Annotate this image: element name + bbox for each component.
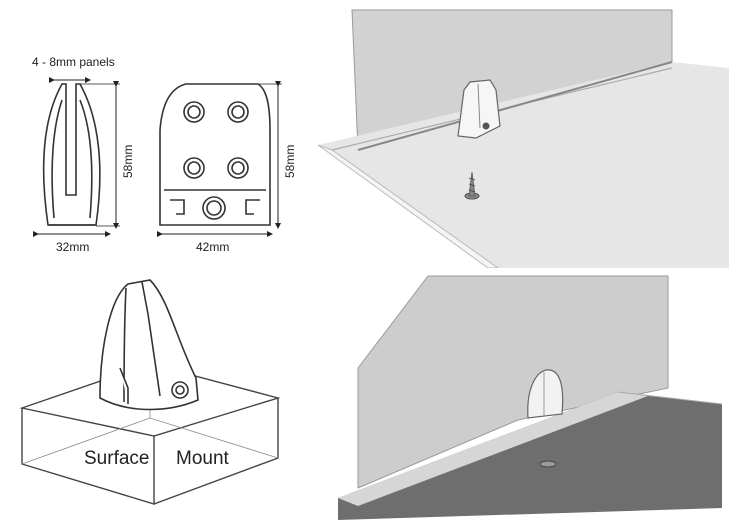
surface-mount-diagram: Surface Mount xyxy=(0,268,318,528)
clamp xyxy=(527,369,564,419)
caption-surface: Surface xyxy=(84,448,149,469)
screw-head-icon xyxy=(539,460,557,468)
desk-surface xyxy=(338,392,722,520)
front-height-label: 58mm xyxy=(283,145,297,178)
clamp xyxy=(457,79,501,139)
install-render-bottom xyxy=(318,268,729,528)
side-height-label: 58mm xyxy=(121,145,135,178)
mount-clamp xyxy=(99,279,199,411)
clamp-side-view xyxy=(42,83,101,226)
caption-mount: Mount xyxy=(176,448,230,469)
front-width-label: 42mm xyxy=(196,240,229,254)
dimension-drawing: 4 - 8mm panels 58mm 32mm xyxy=(32,55,297,254)
clamp-screw-hole xyxy=(482,122,490,130)
side-width-label: 32mm xyxy=(56,240,89,254)
panel-range-label: 4 - 8mm panels xyxy=(32,55,115,69)
dimension-drawing-panel: 4 - 8mm panels 58mm 32mm xyxy=(0,0,318,268)
clamp-front-view xyxy=(159,83,271,226)
screw-icon xyxy=(464,171,480,200)
install-render-top xyxy=(318,0,729,268)
desk-top xyxy=(318,62,729,268)
install-render-bottom-svg xyxy=(318,268,729,528)
screen-panel xyxy=(357,275,669,489)
surface-mount-svg: Surface Mount xyxy=(19,279,281,505)
install-render-top-svg xyxy=(318,0,729,268)
